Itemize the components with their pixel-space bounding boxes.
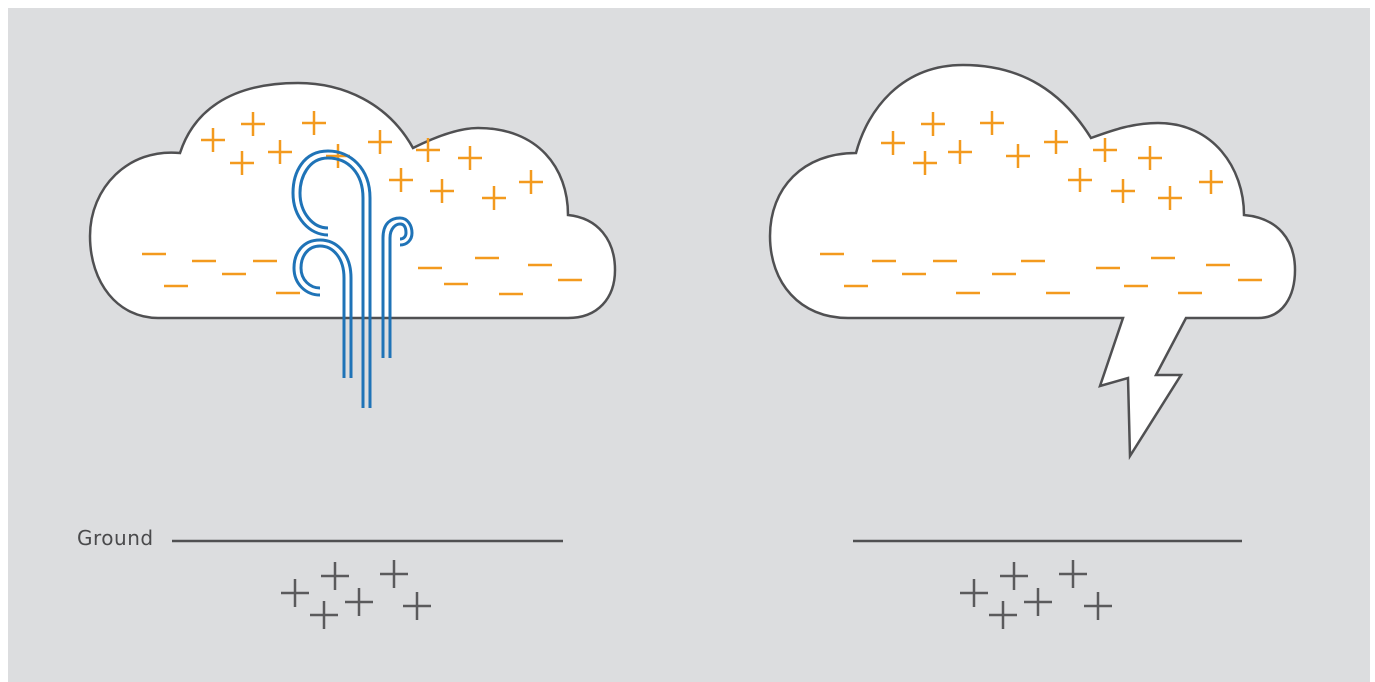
ground-positive-charge-icon (1024, 588, 1052, 616)
ground-positive-charge-icon (380, 560, 408, 588)
ground-positive-charge-icon (1000, 562, 1028, 590)
right-cloud (770, 65, 1295, 456)
ground-positive-charge-icon (310, 601, 338, 629)
left-ground-positive-charges (281, 560, 431, 629)
diagram-svg (8, 8, 1370, 682)
ground-label: Ground (77, 526, 154, 550)
ground-positive-charge-icon (321, 562, 349, 590)
ground-positive-charge-icon (1084, 592, 1112, 620)
ground-positive-charge-icon (345, 588, 373, 616)
right-ground-positive-charges (960, 560, 1112, 629)
ground-positive-charge-icon (403, 592, 431, 620)
ground-positive-charge-icon (1059, 560, 1087, 588)
ground-positive-charge-icon (281, 579, 309, 607)
ground-positive-charge-icon (989, 601, 1017, 629)
ground-positive-charge-icon (960, 579, 988, 607)
diagram-canvas: Ground (8, 8, 1370, 682)
left-cloud (90, 83, 615, 408)
